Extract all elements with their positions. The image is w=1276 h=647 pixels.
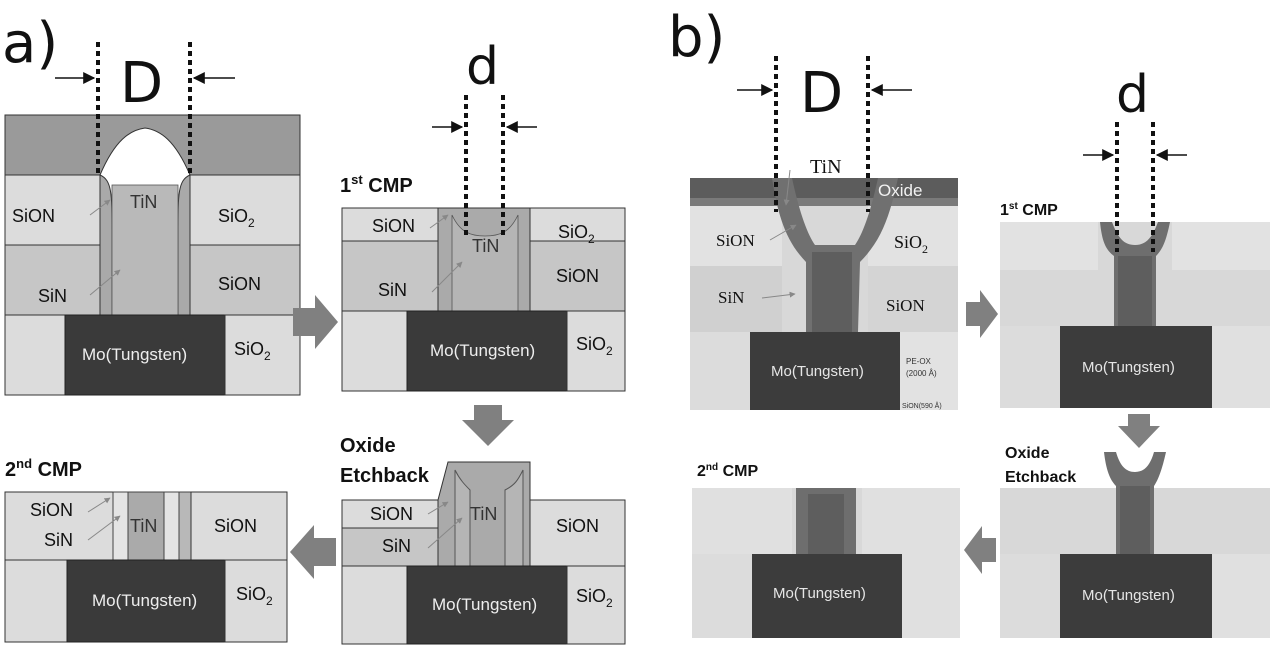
- a4-sio2-bottom-label: SiO2: [236, 584, 273, 608]
- a2-tin-label: TiN: [472, 236, 499, 256]
- a4-sion-label: SiON: [30, 500, 73, 520]
- a3-step-label-1: Oxide: [340, 435, 396, 457]
- a2-sio2-label: SiO2: [558, 222, 595, 246]
- b-arrow-right: [966, 290, 998, 338]
- panel-a-tag: a): [2, 11, 58, 76]
- b1-sion-label: SiON: [716, 231, 755, 250]
- b1-oxide-label: Oxide: [878, 181, 922, 200]
- b2-mo-label: Mo(Tungsten): [1082, 359, 1175, 376]
- a-arrow-left: [290, 525, 336, 579]
- a1-sio2-label: SiO2: [218, 206, 255, 230]
- b-arrow-down: [1118, 414, 1160, 448]
- a-stage-1st-cmp: 1st CMP SiON SiN TiN SiO2 SiON Mo(Tungst…: [340, 37, 626, 392]
- a1-sion-right-label: SiON: [218, 274, 261, 294]
- a4-sion-right-label: SiON: [214, 516, 257, 536]
- b3-mo-label: Mo(Tungsten): [1082, 587, 1175, 604]
- a-arrow-down: [462, 405, 514, 446]
- a1-tin-label: TiN: [130, 192, 157, 212]
- b1-sin-label: SiN: [718, 288, 744, 307]
- a1-D-label: D: [120, 51, 163, 116]
- a1-sion-label: SiON: [12, 206, 55, 226]
- b1-peox-2: (2000 Å): [906, 369, 937, 378]
- b4-mo-label: Mo(Tungsten): [773, 585, 866, 602]
- a1-mo-label: Mo(Tungsten): [82, 345, 187, 364]
- a4-tin-label: TiN: [130, 516, 157, 536]
- a3-step-label-2: Etchback: [340, 465, 430, 487]
- a3-sin-label: SiN: [382, 536, 411, 556]
- a2-mo-label: Mo(Tungsten): [430, 341, 535, 360]
- a-stage-oxide-etchback: Oxide Etchback SiON SiN TiN SiON Mo(Tung…: [340, 435, 626, 645]
- b2-d-label: d: [1116, 65, 1149, 125]
- b1-sion-right-label: SiON: [886, 296, 925, 315]
- a3-sion-label: SiON: [370, 504, 413, 524]
- b1-tin-label: TiN: [810, 156, 842, 178]
- b1-D-label: D: [800, 61, 843, 126]
- a4-step-label: 2nd CMP: [5, 456, 82, 481]
- a3-sion-right-label: SiON: [556, 516, 599, 536]
- b1-peox-1: PE-OX: [906, 357, 932, 366]
- b2-step-label: 1st CMP: [1000, 201, 1058, 219]
- a2-sin-label: SiN: [378, 280, 407, 300]
- b3-step-label-1: Oxide: [1005, 445, 1050, 462]
- a2-d-label: d: [466, 37, 499, 97]
- a3-mo-label: Mo(Tungsten): [432, 595, 537, 614]
- b-stage-deposition: TiN Oxide SiON SiN SiO2 SiON Mo(Tungsten…: [690, 56, 958, 410]
- panel-b-tag: b): [668, 5, 725, 70]
- b1-sio2-label: SiO2: [894, 232, 928, 256]
- b3-step-label-2: Etchback: [1005, 469, 1076, 486]
- b1-mo-label: Mo(Tungsten): [771, 363, 864, 380]
- a4-mo-label: Mo(Tungsten): [92, 591, 197, 610]
- a4-sin-label: SiN: [44, 530, 73, 550]
- a3-tin-label: TiN: [470, 504, 497, 524]
- panel-a: a) SiON SiN TiN SiO2 SiON Mo(Tungsten) S…: [2, 11, 626, 645]
- panel-b: b) TiN Oxide SiON SiN SiO2 SiON Mo(Tungs…: [668, 5, 1270, 638]
- b4-step-label: 2nd CMP: [697, 462, 758, 480]
- a3-sio2-bottom-label: SiO2: [576, 586, 613, 610]
- a1-sio2-bottom-label: SiO2: [234, 339, 271, 363]
- b1-sion-small: SiON(590 Å): [902, 401, 942, 410]
- a1-sin-label: SiN: [38, 286, 67, 306]
- b-stage-1st-cmp: 1st CMP Mo(Tungsten) d: [1000, 65, 1270, 408]
- a-stage-deposition: SiON SiN TiN SiO2 SiON Mo(Tungsten) SiO2…: [4, 42, 301, 396]
- a2-sion-right-label: SiON: [556, 266, 599, 286]
- b-stage-oxide-etchback: Oxide Etchback Mo(Tungsten): [1000, 445, 1270, 638]
- a-stage-2nd-cmp: 2nd CMP SiON SiN TiN SiON Mo(Tungsten) S…: [4, 456, 288, 643]
- b-arrow-left: [964, 526, 996, 574]
- a2-step-label: 1st CMP: [340, 172, 413, 197]
- a2-sio2-bottom-label: SiO2: [576, 334, 613, 358]
- a-arrow-right: [293, 295, 338, 349]
- a2-sion-label: SiON: [372, 216, 415, 236]
- b-stage-2nd-cmp: 2nd CMP Mo(Tungsten): [692, 462, 960, 638]
